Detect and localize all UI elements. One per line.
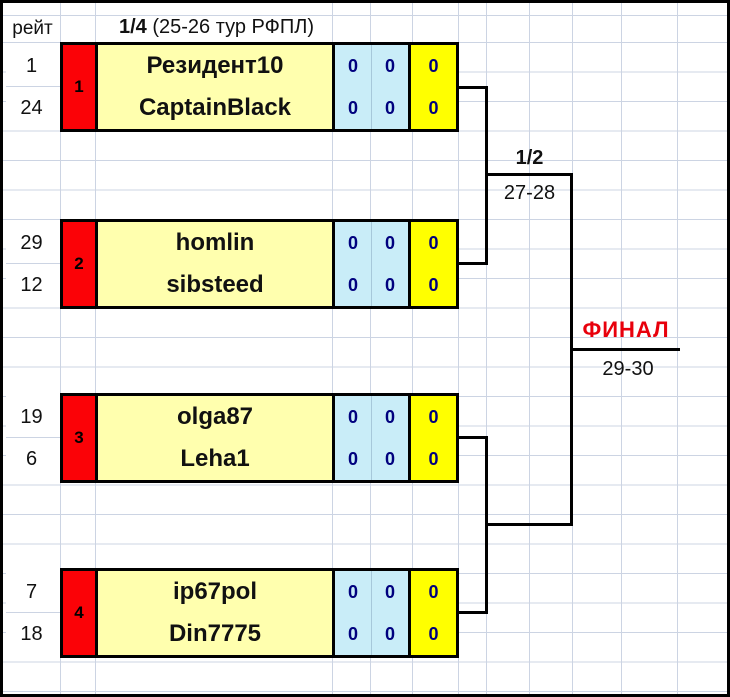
- score-value: 0: [347, 275, 358, 295]
- seed-cell: 1: [63, 45, 98, 129]
- rating-label: 12: [20, 274, 43, 296]
- bracket-line: [485, 523, 573, 526]
- score-value: 0: [347, 98, 358, 118]
- total-cell: 0 0: [411, 396, 456, 480]
- names-cell: homlin sibsteed: [98, 222, 335, 306]
- names-cell: Резидент10 CaptainBlack: [98, 45, 335, 129]
- rating-separator: [6, 263, 60, 264]
- rating-separator: [6, 612, 60, 613]
- total-cell: 0 0: [411, 45, 456, 129]
- names-cell: olga87 Leha1: [98, 396, 335, 480]
- match-block-3: 3 olga87 Leha1 0 0 0 0 0 0: [60, 393, 459, 483]
- final-label: ФИНАЛ: [582, 317, 670, 342]
- score-value: 0: [347, 56, 358, 76]
- match-block-2: 2 homlin sibsteed 0 0 0 0 0 0: [60, 219, 459, 309]
- score-column: 0 0: [372, 45, 408, 129]
- score-value: 0: [384, 56, 395, 76]
- score-column: 0 0: [372, 571, 408, 655]
- rating-label: 18: [20, 623, 43, 645]
- rating-label: 1: [25, 55, 38, 77]
- score-value: 0: [384, 275, 395, 295]
- semifinal-dates: 27-28: [503, 182, 556, 204]
- match-block-1: 1 Резидент10 CaptainBlack 0 0 0 0 0 0: [60, 42, 459, 132]
- bracket-line: [458, 86, 488, 89]
- bracket-line: [458, 436, 488, 439]
- score-value: 0: [347, 449, 358, 469]
- score-value: 0: [347, 233, 358, 253]
- scores-cell: 0 0 0 0: [335, 222, 411, 306]
- score-column: 0 0: [372, 396, 408, 480]
- score-value: 0: [384, 407, 395, 427]
- header-round-suffix: (25-26 тур РФПЛ): [146, 16, 315, 38]
- total-cell: 0 0: [411, 222, 456, 306]
- rating-label: 19: [20, 406, 43, 428]
- scores-cell: 0 0 0 0: [335, 45, 411, 129]
- bracket-line: [458, 611, 488, 614]
- rating-label: 29: [20, 232, 43, 254]
- score-value: 0: [384, 449, 395, 469]
- scores-cell: 0 0 0 0: [335, 571, 411, 655]
- seed-cell: 2: [63, 222, 98, 306]
- header-rating-column: рейт: [12, 18, 53, 39]
- score-column: 0 0: [335, 571, 372, 655]
- rating-separator: [6, 86, 60, 87]
- semifinal-label: 1/2: [515, 147, 544, 169]
- total-value: 0: [428, 624, 439, 644]
- total-value: 0: [428, 233, 439, 253]
- total-cell: 0 0: [411, 571, 456, 655]
- score-value: 0: [384, 98, 395, 118]
- bracket-line: [485, 173, 573, 176]
- match-block-4: 4 ip67pol Din7775 0 0 0 0 0 0: [60, 568, 459, 658]
- final-dates: 29-30: [602, 358, 654, 380]
- total-value: 0: [428, 449, 439, 469]
- score-value: 0: [347, 407, 358, 427]
- header-round-title: 1/4 (25-26 тур РФПЛ): [96, 13, 337, 42]
- total-value: 0: [428, 275, 439, 295]
- total-value: 0: [428, 56, 439, 76]
- player-name: CaptainBlack: [138, 94, 292, 121]
- bracket-line: [458, 262, 488, 265]
- player-name: olga87: [176, 403, 254, 430]
- total-value: 0: [428, 582, 439, 602]
- player-name: Din7775: [168, 620, 262, 647]
- score-column: 0 0: [335, 45, 372, 129]
- rating-label: 7: [25, 581, 38, 603]
- rating-label: 6: [25, 448, 38, 470]
- score-column: 0 0: [335, 222, 372, 306]
- bracket-line: [570, 348, 680, 351]
- total-value: 0: [428, 98, 439, 118]
- score-value: 0: [347, 624, 358, 644]
- names-cell: ip67pol Din7775: [98, 571, 335, 655]
- total-value: 0: [428, 407, 439, 427]
- score-column: 0 0: [372, 222, 408, 306]
- seed-cell: 3: [63, 396, 98, 480]
- score-value: 0: [384, 233, 395, 253]
- player-name: sibsteed: [166, 271, 264, 298]
- score-column: 0 0: [335, 396, 372, 480]
- score-value: 0: [347, 582, 358, 602]
- rating-separator: [6, 437, 60, 438]
- seed-cell: 4: [63, 571, 98, 655]
- header-round-label: 1/4: [118, 16, 147, 38]
- player-name: Резидент10: [146, 52, 284, 79]
- scores-cell: 0 0 0 0: [335, 396, 411, 480]
- player-name: homlin: [175, 229, 255, 256]
- player-name: ip67pol: [172, 578, 257, 605]
- score-value: 0: [384, 582, 395, 602]
- score-value: 0: [384, 624, 395, 644]
- rating-label: 24: [20, 97, 43, 119]
- player-name: Leha1: [180, 445, 250, 472]
